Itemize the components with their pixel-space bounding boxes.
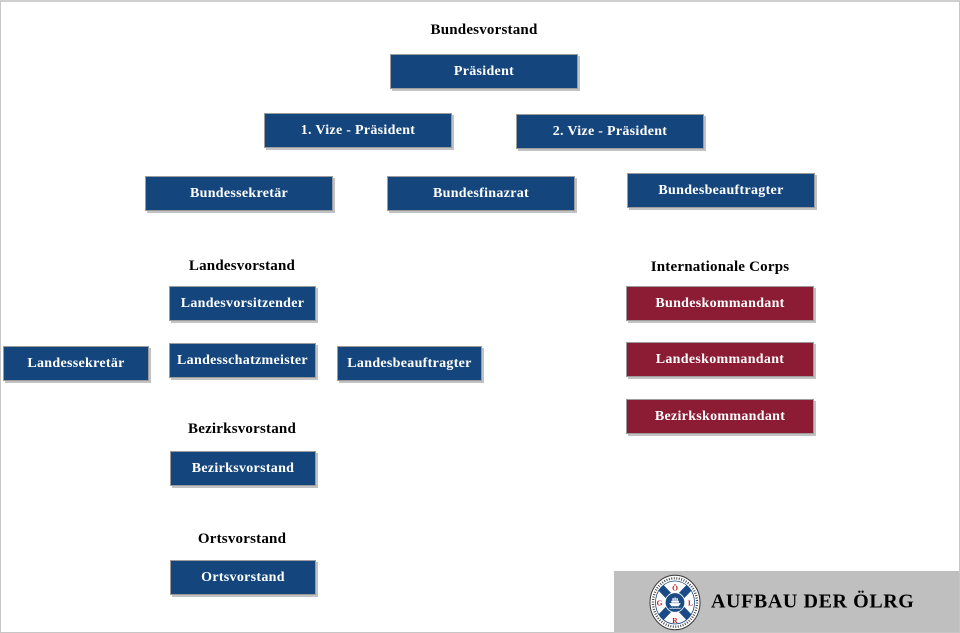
org-box-bezirkskommandant: Bezirkskommandant (626, 399, 814, 434)
org-box-bundessekretaer: Bundessekretär (145, 176, 333, 211)
org-box-vize1-praesident: 1. Vize - Präsident (264, 113, 452, 148)
org-box-praesident: Präsident (390, 54, 578, 89)
org-box-landeskommandant: Landeskommandant (626, 342, 814, 377)
logo-text-ring (651, 577, 699, 628)
org-box-bezirksvorstand: Bezirksvorstand (170, 451, 316, 486)
logo-boat-icon (669, 597, 681, 609)
org-box-landesschatzmeister: Landesschatzmeister (169, 343, 316, 378)
org-box-bundesbeauftragter: Bundesbeauftragter (627, 173, 815, 208)
org-box-landesbeauftragter: Landesbeauftragter (337, 346, 482, 381)
logo-letter-o: Ö (672, 584, 678, 593)
org-box-landesvorsitzender: Landesvorsitzender (169, 286, 316, 321)
footer-banner: Ö G L R AUFBAU DER ÖLRG (614, 571, 959, 632)
heading-internationale-corps: Internationale Corps (650, 259, 790, 275)
org-box-vize2-praesident: 2. Vize - Präsident (516, 114, 704, 149)
heading-ortsvorstand: Ortsvorstand (197, 531, 287, 547)
org-box-bundesfinazrat: Bundesfinazrat (387, 176, 575, 211)
logo-letter-g: G (657, 598, 663, 607)
org-box-landessekretaer: Landessekretär (3, 346, 149, 381)
oelrg-logo-icon: Ö G L R (649, 574, 701, 631)
heading-landesvorstand: Landesvorstand (188, 258, 296, 274)
banner-title: AUFBAU DER ÖLRG (711, 590, 915, 612)
logo-letter-l: L (688, 598, 693, 607)
org-box-bundeskommandant: Bundeskommandant (626, 286, 814, 321)
heading-bezirksvorstand: Bezirksvorstand (188, 421, 296, 437)
org-box-ortsvorstand: Ortsvorstand (170, 560, 316, 595)
heading-bundesvorstand: Bundesvorstand (430, 22, 538, 38)
logo-letter-r: R (672, 616, 678, 625)
